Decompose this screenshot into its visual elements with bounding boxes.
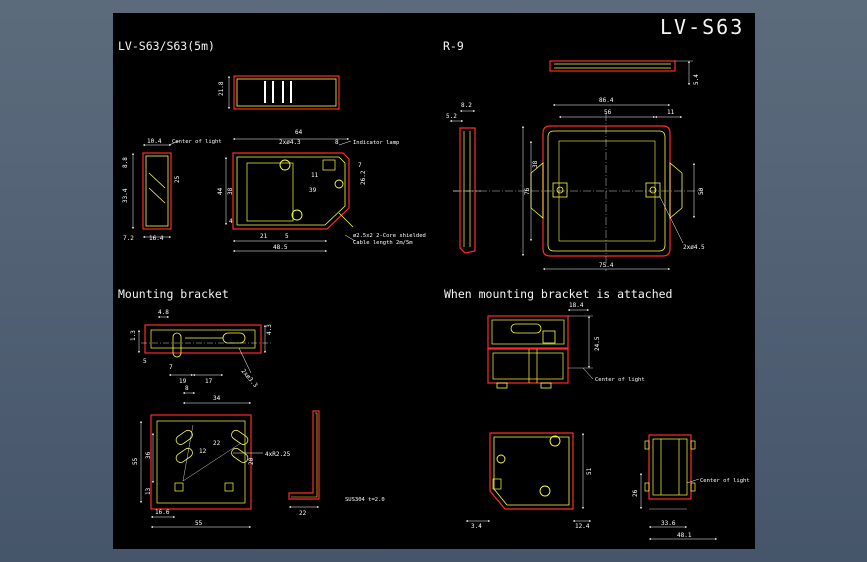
dim-label: 16.6: [155, 509, 170, 516]
dim-label: 4.8: [158, 309, 169, 316]
bracket-side-view: [288, 410, 320, 508]
dim-label: 26: [632, 489, 639, 497]
dim-label: 38: [532, 160, 539, 168]
dim-label: 1.3: [130, 330, 137, 341]
note-label: Center of light: [172, 139, 222, 145]
note-label: Indicator lamp: [353, 140, 399, 146]
dim-label: 18.4: [569, 302, 584, 309]
section-title-reflector: R-9: [443, 39, 464, 53]
dim-label: 21.8: [218, 81, 225, 96]
cad-drawing: 21.8 10.4 Center of light 8.8 33.4 25 7.…: [122, 60, 750, 540]
attached-front-view: [466, 432, 591, 522]
note-label: Cable length 2m/5m: [353, 240, 413, 246]
dim-label: 11: [667, 109, 675, 116]
dim-label: 2xø4.5: [683, 244, 705, 251]
dim-label: 50: [698, 187, 705, 195]
dim-label: 4.3: [266, 324, 273, 335]
reflector-front-view: [453, 104, 703, 271]
dim-label: 33.6: [661, 520, 676, 527]
note-label: Center of light: [700, 478, 750, 484]
dim-label: 5: [143, 358, 147, 365]
bracket-top-view: [138, 316, 273, 376]
dim-label: 26.2: [360, 170, 367, 185]
dim-label: 7: [169, 364, 173, 371]
attached-side-view: [640, 434, 717, 540]
dim-label: 3.4: [471, 523, 482, 530]
note-label: SUS304 t=2.0: [345, 497, 385, 503]
dim-label: 12.4: [575, 523, 590, 530]
dim-label: 5: [285, 233, 289, 240]
dim-label: 25: [174, 175, 181, 183]
dim-label: 22: [213, 440, 221, 447]
dim-label: 5.2: [446, 113, 457, 120]
dim-label: 34: [213, 395, 221, 402]
dim-label: 8.8: [122, 157, 129, 168]
dim-label: 36: [145, 451, 152, 459]
note-label: ø2.5x2 2-Core shielded: [353, 233, 426, 239]
dim-label: 24.5: [594, 336, 601, 351]
dim-label: 55: [132, 457, 139, 465]
dim-label: 55: [195, 520, 203, 527]
sensor-side-view: [132, 140, 180, 238]
dim-label: 21: [260, 233, 268, 240]
dim-label: 2xø3.3: [239, 368, 259, 389]
dim-label: 86.4: [599, 97, 614, 104]
reflector-top-view: [549, 60, 693, 85]
dim-label: 75.4: [599, 262, 614, 269]
dim-label: 38: [227, 187, 234, 195]
dim-label: 5.4: [693, 74, 700, 85]
dim-label: 8: [335, 139, 339, 146]
section-title-bracket: Mounting bracket: [118, 287, 229, 301]
dim-label: 8: [185, 385, 189, 392]
dim-label: 56: [604, 109, 612, 116]
dim-label: 7: [358, 162, 362, 169]
dim-label: 51: [586, 467, 593, 475]
dim-label: 64: [295, 129, 303, 136]
dim-label: 76: [524, 187, 531, 195]
note-label: Center of light: [595, 377, 645, 383]
dim-label: 48.1: [677, 532, 692, 539]
dim-label: 19: [179, 378, 187, 385]
dim-label: 13: [145, 487, 152, 495]
dim-label: 12: [199, 448, 207, 455]
dim-label: 48.5: [273, 244, 288, 251]
sensor-top-view: [228, 75, 340, 110]
drawing-title: LV-S63: [660, 15, 745, 39]
drawing-canvas: LV-S63 LV-S63/S63(5m) R-9 Mounting brack…: [113, 13, 755, 549]
sensor-front-view: [225, 138, 356, 252]
dim-label: 44: [217, 187, 224, 195]
reflector-side-view: [450, 110, 483, 254]
dim-label: 8.2: [461, 102, 472, 109]
dim-label: 2xø4.3: [279, 139, 301, 146]
dim-label: 33.4: [122, 188, 129, 203]
dim-label: 39: [309, 187, 317, 194]
section-title-sensor: LV-S63/S63(5m): [118, 39, 215, 53]
dim-label: 4xR2.25: [265, 451, 291, 458]
attached-top-view: [487, 309, 594, 389]
dim-label: 11: [311, 172, 319, 179]
dim-label: 17: [205, 378, 213, 385]
dim-label: 16.4: [149, 235, 164, 242]
dim-label: 10.4: [147, 138, 162, 145]
dim-label: 22: [299, 510, 307, 517]
bracket-front-view: [140, 392, 263, 528]
dim-label: 20: [248, 457, 255, 465]
dim-label: 7.2: [123, 235, 134, 242]
dim-label: 4: [229, 218, 233, 225]
section-title-attached: When mounting bracket is attached: [444, 287, 673, 301]
